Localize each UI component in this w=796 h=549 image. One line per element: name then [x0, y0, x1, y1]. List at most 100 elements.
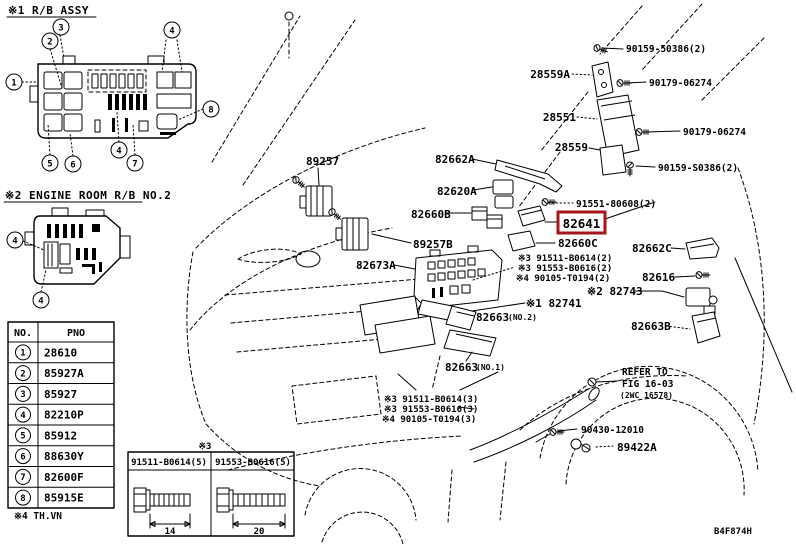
label-refer-to-line3: (2WC 16578) [620, 391, 673, 400]
label-refer-to-line1: REFER TO [622, 367, 668, 378]
row-no: 5 [20, 432, 25, 442]
label-82641[interactable]: 82641 [563, 216, 601, 231]
label-note-91553-3: ※3 91553-B0616(3) [384, 405, 478, 415]
bolt2-drawing: 20 [216, 487, 286, 537]
part-labels: 89257 82662A 28559A 90159-50386(2) 90179… [306, 44, 746, 454]
row-pno: 88630Y [44, 450, 84, 463]
label-90179-06274-2: 90179-06274 [683, 127, 746, 138]
row-pno: 85927 [44, 388, 77, 401]
screw-90430-drawing [549, 428, 565, 436]
label-82663-no1: 82663 [445, 361, 478, 374]
engine-rb-box-drawing [24, 207, 131, 285]
part-89257b-drawing [327, 206, 369, 251]
label-28551: 28551 [543, 111, 576, 124]
row-no: 1 [20, 349, 25, 359]
table-header-pno: PNO [67, 328, 85, 339]
bolt1-drawing: 14 [133, 487, 191, 537]
part-82662a-drawing [494, 159, 563, 193]
label-note-91511-3: ※3 91511-B0614(3) [384, 395, 478, 405]
part-drawings [291, 43, 721, 463]
row-no: 3 [20, 390, 25, 400]
label-82662c: 82662C [632, 242, 672, 255]
callout-4-bottom: 4 [116, 147, 122, 157]
label-82663b: 82663B [631, 320, 671, 333]
label-82743: ※2 82743 [587, 285, 643, 298]
callout-1: 1 [11, 79, 16, 89]
label-28559a: 28559A [530, 68, 570, 81]
bolt-box-tag: ※3 [199, 442, 212, 452]
inset-engine-rb-title: ※2 ENGINE ROOM R/B NO.2 [5, 189, 171, 202]
part-89422a-drawing [570, 438, 591, 453]
part-82743-drawing [685, 287, 718, 315]
label-82662a: 82662A [435, 153, 475, 166]
row-pno: 85915E [44, 492, 84, 505]
row-no: 8 [20, 494, 25, 504]
row-no: 6 [20, 452, 25, 462]
label-28559: 28559 [555, 141, 588, 154]
rb-assy-box-drawing [29, 55, 197, 139]
label-82741: ※1 82741 [526, 297, 582, 310]
part-28559a-drawing [591, 61, 614, 98]
label-91551-80608: 91551-80608(2) [576, 199, 656, 210]
label-89257: 89257 [306, 155, 339, 168]
screw-90159-bottom-drawing [626, 161, 634, 177]
label-82663-no2: 82663 [476, 311, 509, 324]
label-82663-no1-suffix: (NO.1) [476, 363, 505, 372]
leader-lines [317, 47, 696, 448]
label-82663-no2-suffix: (NO.2) [508, 313, 537, 322]
callout-7: 7 [132, 160, 137, 170]
callout-4-top: 4 [169, 27, 175, 37]
inset-rb-assy: ※1 R/B ASSY 1 2 [5, 4, 220, 173]
bolt1-pno: 91511-B0614(5) [131, 458, 207, 468]
inset-engine-rb: ※2 ENGINE ROOM R/B NO.2 4 4 [3, 189, 171, 309]
callout-6: 6 [70, 161, 75, 171]
label-note-90105-2: ※4 90105-T0194(2) [516, 274, 610, 284]
screw-91551-drawing [541, 198, 557, 206]
highlight-box[interactable] [556, 210, 607, 235]
row-pno: 82210P [44, 409, 84, 422]
callout-5: 5 [47, 160, 52, 170]
label-90430-12010: 90430-12010 [581, 425, 644, 436]
inset-rb-assy-title: ※1 R/B ASSY [8, 4, 89, 17]
label-82660b: 82660B [411, 208, 451, 221]
row-no: 7 [20, 473, 25, 483]
callout-8: 8 [208, 106, 213, 116]
label-82673a: 82673A [356, 259, 396, 272]
label-note-90105-3: ※4 90105-T0194(3) [382, 415, 476, 425]
label-note-91511-2: ※3 91511-B0614(2) [518, 254, 612, 264]
rb-assy-callouts: 1 2 3 4 5 6 4 7 8 [5, 18, 220, 173]
label-89257b: 89257B [413, 238, 453, 251]
part-82660b-drawing [471, 206, 503, 229]
part-82662c-drawing [685, 237, 720, 260]
highlighted-part-82641[interactable]: 82641 [556, 210, 607, 235]
part-28559-drawing [599, 144, 627, 176]
row-pno: 28610 [44, 347, 77, 360]
bolt2-pno: 91553-B0616(5) [215, 458, 291, 468]
part-89257-drawing [291, 174, 333, 217]
label-82620a: 82620A [437, 185, 477, 198]
row-pno: 85927A [44, 367, 84, 380]
callout-4-left: 4 [12, 237, 18, 247]
figure-code: B4F874H [714, 527, 752, 537]
label-90179-06274-1: 90179-06274 [649, 78, 712, 89]
row-no: 2 [20, 369, 25, 379]
row-pno: 82600F [44, 471, 84, 484]
part-82641-drawing [517, 205, 546, 227]
callout-2: 2 [47, 38, 52, 48]
bolt-box: ※3 91511-B0614(5) 91553-B0616(5) 14 20 [127, 442, 295, 537]
bracket-cluster-drawing [359, 295, 497, 357]
part-82616-drawing [695, 271, 711, 279]
part-82620a-drawing [492, 179, 514, 209]
callout-3: 3 [58, 24, 63, 34]
part-82660c-drawing [507, 230, 536, 252]
label-89422a: 89422A [617, 441, 657, 454]
row-pno: 85912 [44, 430, 77, 443]
label-refer-to-line2: FIG 16-03 [622, 379, 674, 390]
callout-4-under: 4 [38, 297, 44, 307]
note4-text: ※4 TH.VN [14, 511, 62, 522]
label-90159-50386: 90159-50386(2) [626, 44, 706, 55]
